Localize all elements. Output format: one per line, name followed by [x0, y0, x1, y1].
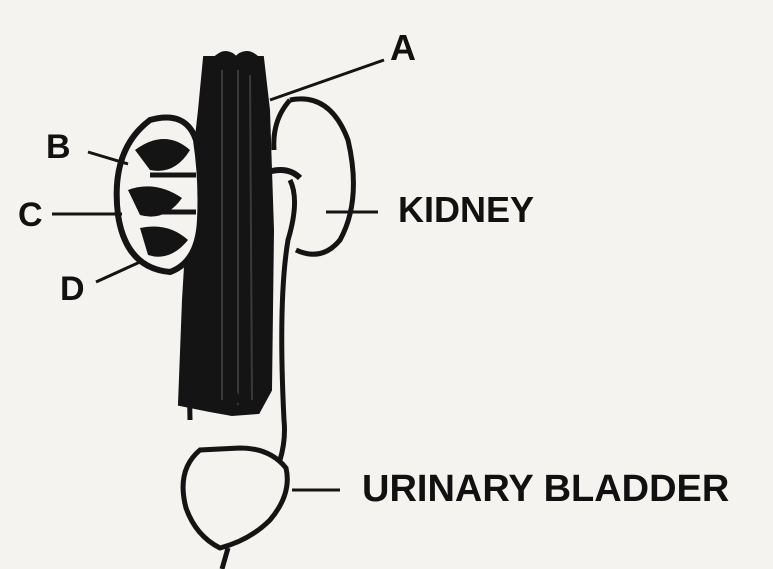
leader-d: [96, 262, 140, 282]
label-c: C: [18, 198, 43, 232]
label-d: D: [60, 272, 85, 306]
leader-a: [270, 60, 384, 100]
label-b: B: [46, 130, 71, 164]
left-kidney-section: [117, 118, 201, 273]
right-kidney: [274, 99, 354, 254]
label-a: A: [390, 30, 416, 66]
label-kidney: KIDNEY: [398, 192, 534, 228]
urinary-bladder: [183, 448, 287, 569]
label-urinary-bladder: URINARY BLADDER: [362, 470, 729, 508]
